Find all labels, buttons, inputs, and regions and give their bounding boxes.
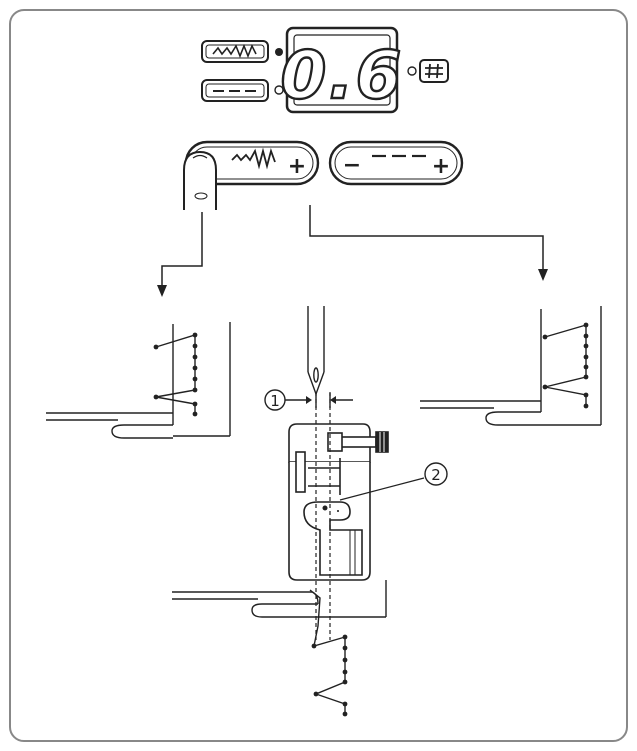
zigzag-mode-selector[interactable] bbox=[201, 40, 269, 63]
right-plus-label: + bbox=[432, 154, 450, 179]
left-plus-label: + bbox=[288, 154, 306, 179]
left-stitch-points bbox=[153, 332, 198, 417]
finger-icon bbox=[183, 150, 217, 210]
right-stitch-points bbox=[542, 322, 589, 409]
center-stitch-points bbox=[311, 634, 348, 717]
svg-text:2: 2 bbox=[431, 466, 441, 484]
display-value: 0.6 bbox=[281, 37, 404, 114]
hash-indicator-dot bbox=[407, 66, 417, 76]
arrow-right bbox=[309, 205, 544, 272]
center-fabric-fold bbox=[172, 580, 387, 618]
callout-2: 2 bbox=[339, 462, 448, 501]
right-fabric-fold bbox=[420, 306, 602, 426]
straight-length-button[interactable]: − + bbox=[328, 140, 464, 186]
zigzag-indicator-dot bbox=[275, 48, 283, 56]
svg-text:1: 1 bbox=[270, 392, 280, 410]
right-minus-label: − bbox=[343, 153, 361, 178]
straight-mode-selector[interactable] bbox=[201, 79, 269, 102]
center-blind-stitch bbox=[309, 589, 346, 714]
straight-indicator-dot bbox=[274, 85, 284, 95]
callout-1: 1 bbox=[264, 389, 286, 411]
arrow-left-head bbox=[157, 285, 167, 297]
led-display: 0.6 bbox=[279, 26, 404, 115]
zigzag-stitch-icon bbox=[212, 43, 257, 59]
hash-icon bbox=[425, 63, 443, 79]
hash-button[interactable] bbox=[419, 59, 449, 83]
needle-guide-lines bbox=[315, 392, 331, 640]
foot-guide-marks bbox=[322, 505, 356, 575]
arrow-left bbox=[161, 212, 203, 288]
left-fabric-fold bbox=[46, 322, 231, 439]
zigzag-stitch-icon bbox=[231, 147, 276, 170]
arrow-right-head bbox=[538, 269, 548, 281]
